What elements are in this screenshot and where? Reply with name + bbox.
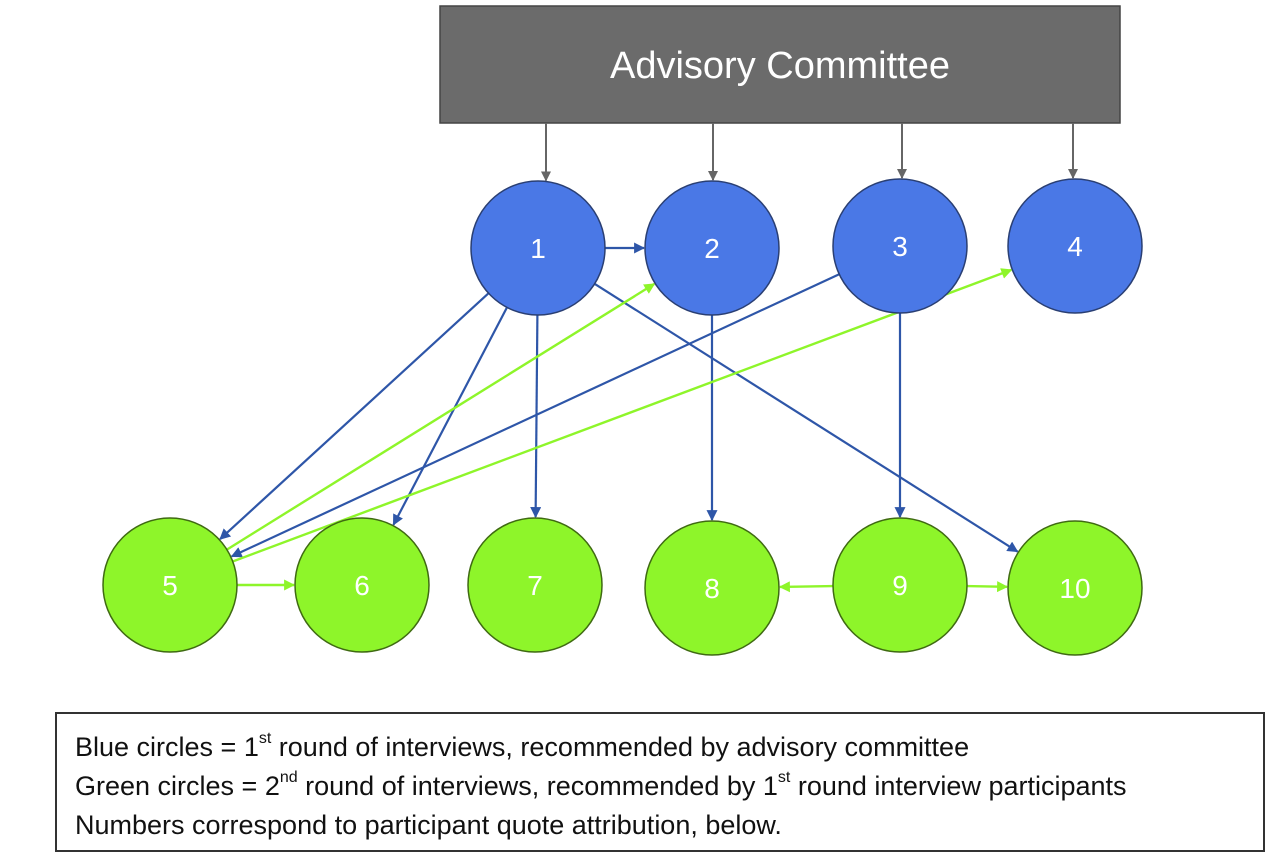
- node-label-9: 9: [892, 570, 908, 601]
- edge-5-to-4: [232, 268, 1013, 563]
- legend-box: Blue circles = 1st round of interviews, …: [55, 712, 1265, 852]
- node-2: 2: [644, 180, 780, 316]
- node-6: 6: [294, 517, 430, 653]
- node-label-3: 3: [892, 231, 908, 262]
- advisory-committee-box: Advisory Committee: [439, 5, 1121, 124]
- advisory-committee-label: Advisory Committee: [610, 45, 950, 87]
- node-circle-8: [644, 520, 780, 656]
- node-3: 3: [832, 178, 968, 314]
- node-circle-5: [102, 517, 238, 653]
- legend-blue-text-b: round of interviews, recommended by advi…: [271, 732, 970, 762]
- node-5: 5: [102, 517, 238, 653]
- edge-5-to-2: [226, 282, 656, 551]
- node-4: 4: [1007, 178, 1143, 314]
- node-label-4: 4: [1067, 231, 1083, 262]
- node-label-6: 6: [354, 570, 370, 601]
- node-label-2: 2: [704, 233, 720, 264]
- legend-green-sup-1: nd: [279, 769, 298, 786]
- node-circle-4: [1007, 178, 1143, 314]
- nodes-layer: 1 2 3 4 5 6 7 8 9 10: [102, 178, 1143, 656]
- node-label-5: 5: [162, 570, 178, 601]
- node-circle-6: [294, 517, 430, 653]
- node-8: 8: [644, 520, 780, 656]
- legend-blue-text-a: Blue circles = 1: [75, 732, 259, 762]
- node-label-1: 1: [530, 233, 546, 264]
- edge-1-to-10: [594, 282, 1019, 553]
- node-label-8: 8: [704, 573, 720, 604]
- legend-line-green: Green circles = 2nd round of interviews,…: [75, 767, 1245, 806]
- edge-9-to-10: [966, 581, 1009, 593]
- node-7: 7: [467, 517, 603, 653]
- node-circle-9: [832, 517, 968, 653]
- legend-line-blue: Blue circles = 1st round of interviews, …: [75, 728, 1245, 767]
- node-circle-10: [1007, 520, 1143, 656]
- node-label-7: 7: [527, 570, 543, 601]
- legend-green-sup-2: st: [777, 769, 791, 786]
- legend-green-text-a: Green circles = 2: [75, 771, 280, 801]
- legend-green-text-b: round of interviews, recommended by 1: [297, 771, 778, 801]
- node-9: 9: [832, 517, 968, 653]
- edge-1-to-6: [392, 306, 508, 526]
- node-label-10: 10: [1059, 573, 1090, 604]
- node-circle-2: [644, 180, 780, 316]
- legend-blue-sup: st: [258, 730, 272, 747]
- node-circle-1: [470, 180, 606, 316]
- legend-line-numbers: Numbers correspond to participant quote …: [75, 810, 782, 840]
- node-circle-3: [832, 178, 968, 314]
- edge-1-to-5: [219, 292, 490, 540]
- legend-green-text-c: round interview participants: [790, 771, 1127, 801]
- node-circle-7: [467, 517, 603, 653]
- edges-layer: [219, 123, 1078, 593]
- recruitment-diagram: Advisory Committee 1 2 3 4 5 6 7 8 9 10: [102, 5, 1143, 656]
- node-1: 1: [470, 180, 606, 316]
- edge-3-to-5: [230, 273, 840, 558]
- node-10: 10: [1007, 520, 1143, 656]
- edge-9-to-8: [778, 581, 834, 593]
